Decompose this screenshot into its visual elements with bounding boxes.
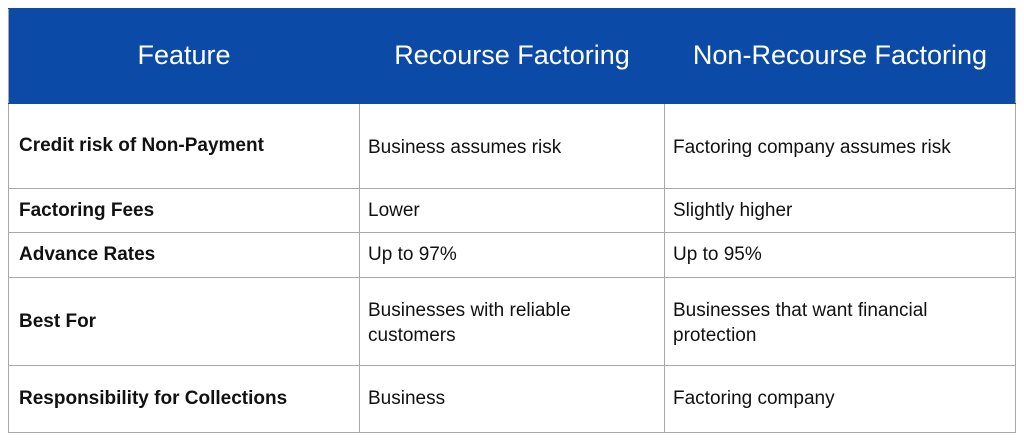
cell-non-recourse-factoring-fees: Slightly higher — [664, 188, 1016, 233]
row-label-best-for: Best For — [8, 277, 360, 366]
comparison-table-container: Feature Recourse Factoring Non-Recourse … — [8, 8, 1016, 433]
cell-recourse-credit-risk: Business assumes risk — [359, 103, 665, 189]
table-body: Credit risk of Non-Payment Business assu… — [8, 103, 1016, 433]
cell-non-recourse-credit-risk: Factoring company assumes risk — [664, 103, 1016, 189]
column-header-non-recourse-factoring: Non-Recourse Factoring — [664, 8, 1016, 104]
cell-recourse-best-for: Businesses with reliable customers — [359, 277, 665, 366]
table-row: Best For Businesses with reliable custom… — [8, 277, 1016, 366]
cell-non-recourse-advance-rates: Up to 95% — [664, 232, 1016, 278]
table-header: Feature Recourse Factoring Non-Recourse … — [8, 8, 1016, 104]
cell-recourse-factoring-fees: Lower — [359, 188, 665, 233]
header-row: Feature Recourse Factoring Non-Recourse … — [8, 8, 1016, 104]
column-header-feature: Feature — [8, 8, 360, 104]
recourse-vs-non-recourse-factoring-table: Feature Recourse Factoring Non-Recourse … — [8, 8, 1016, 433]
cell-recourse-responsibility-for-collections: Business — [359, 365, 665, 433]
table-row: Advance Rates Up to 97% Up to 95% — [8, 232, 1016, 278]
table-row: Responsibility for Collections Business … — [8, 365, 1016, 433]
cell-non-recourse-responsibility-for-collections: Factoring company — [664, 365, 1016, 433]
row-label-responsibility-for-collections: Responsibility for Collections — [8, 365, 360, 433]
row-label-factoring-fees: Factoring Fees — [8, 188, 360, 233]
cell-recourse-advance-rates: Up to 97% — [359, 232, 665, 278]
table-row: Factoring Fees Lower Slightly higher — [8, 188, 1016, 233]
row-label-advance-rates: Advance Rates — [8, 232, 360, 278]
column-header-recourse-factoring: Recourse Factoring — [359, 8, 665, 104]
row-label-credit-risk-of-non-payment: Credit risk of Non-Payment — [8, 103, 360, 189]
table-row: Credit risk of Non-Payment Business assu… — [8, 103, 1016, 189]
cell-non-recourse-best-for: Businesses that want financial protectio… — [664, 277, 1016, 366]
